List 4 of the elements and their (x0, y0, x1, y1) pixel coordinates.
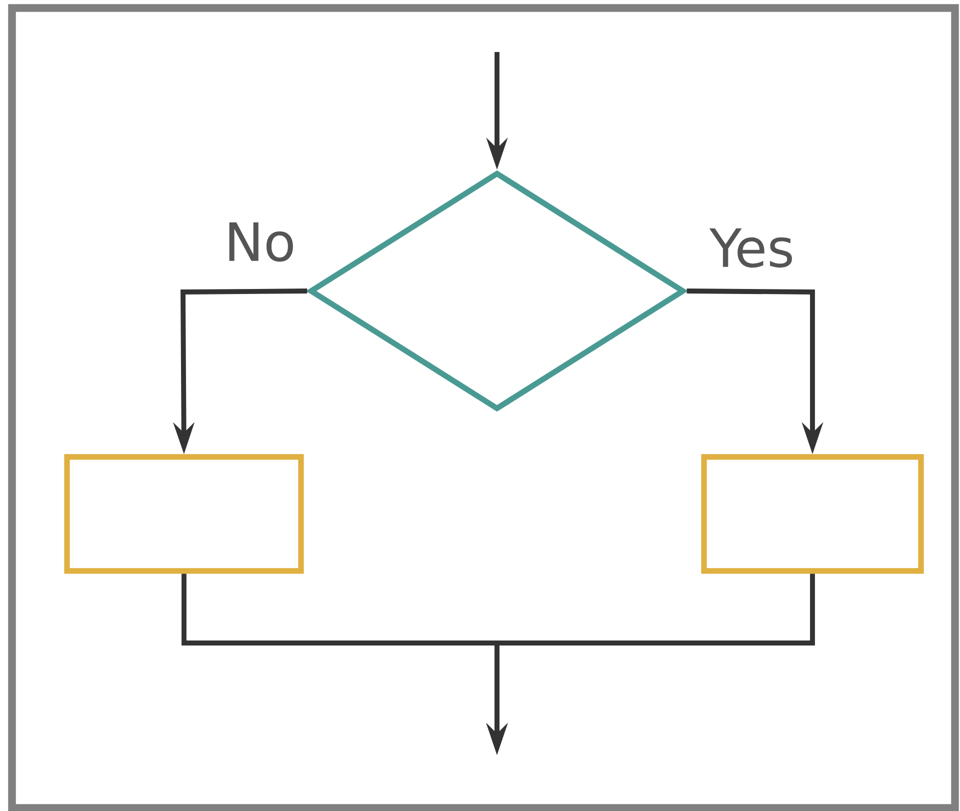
process-box (64, 454, 304, 574)
edge-label: Yes (709, 228, 792, 268)
process-box (701, 454, 924, 574)
edge-label: No (229, 222, 293, 262)
